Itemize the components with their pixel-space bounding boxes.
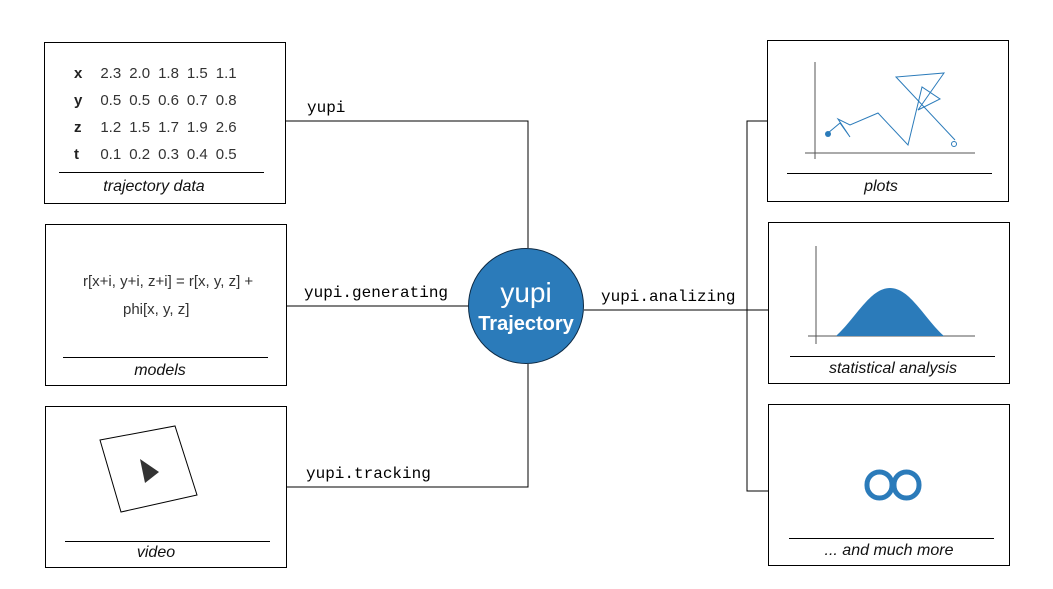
trajectory-row-t: t 0.1 0.2 0.3 0.4 0.5 <box>70 141 241 168</box>
trajectory-value: 1.7 <box>158 119 179 136</box>
plots-divider <box>787 173 992 174</box>
model-formula-line1: r[x+i, y+i, z+i] = r[x, y, z] + <box>83 273 254 290</box>
trajectory-value: 1.2 <box>100 119 122 136</box>
stats-divider <box>790 356 995 357</box>
trajectory-value: 0.1 <box>100 146 122 163</box>
trajectory-data-box <box>44 42 286 204</box>
trajectory-value: 0.6 <box>158 92 179 109</box>
video-frame-graphic <box>99 425 198 513</box>
trajectory-key-t: t <box>74 146 79 163</box>
trajectory-key-y: y <box>74 92 83 109</box>
label-yupi: yupi <box>307 99 346 117</box>
models-caption: models <box>134 362 186 379</box>
trajectory-value: 0.3 <box>158 146 179 163</box>
yupi-trajectory-node: yupi Trajectory <box>468 248 584 364</box>
trajectory-value: 0.8 <box>215 92 237 109</box>
trajectory-value: 2.6 <box>215 119 237 136</box>
trajectory-value: 0.5 <box>129 92 151 109</box>
trajectory-key-z: z <box>74 119 82 136</box>
stats-caption: statistical analysis <box>828 360 958 377</box>
trajectory-value: 1.8 <box>158 65 179 82</box>
trajectory-value: 1.1 <box>215 65 237 82</box>
models-box <box>45 224 287 386</box>
more-box <box>768 404 1010 566</box>
trajectory-value: 1.9 <box>186 119 208 136</box>
trajectory-data-table: x 2.3 2.0 1.8 1.5 1.1 y 0.5 0.5 0.6 0.7 0.8 z 1.2 1.5 1… <box>70 60 241 168</box>
connector-yupi <box>286 120 529 248</box>
video-caption: video <box>136 544 176 561</box>
label-yupi-tracking: yupi.tracking <box>306 465 431 483</box>
plot-end-marker <box>951 141 957 147</box>
more-divider <box>789 538 994 539</box>
models-divider <box>63 357 268 358</box>
connector-bracket <box>746 120 768 492</box>
trajectory-value: 2.0 <box>129 65 151 82</box>
label-yupi-analizing: yupi.analizing <box>601 288 736 306</box>
trajectory-value: 1.5 <box>129 119 151 136</box>
label-yupi-generating: yupi.generating <box>304 284 449 302</box>
plot-trajectory-line <box>827 72 956 147</box>
stats-distribution-curve <box>836 288 944 336</box>
trajectory-divider <box>59 172 264 173</box>
trajectory-key-x: x <box>74 65 83 82</box>
more-caption: ... and much more <box>824 542 954 559</box>
trajectory-row-y: y 0.5 0.5 0.6 0.7 0.8 <box>70 87 241 114</box>
connector-tracking <box>287 364 529 488</box>
plots-graphic <box>805 62 975 159</box>
trajectory-value: 0.4 <box>186 146 208 163</box>
play-icon <box>140 459 159 483</box>
plots-caption: plots <box>864 178 898 195</box>
trajectory-caption: trajectory data <box>103 178 205 195</box>
trajectory-value: 0.5 <box>215 146 237 163</box>
infinity-icon <box>864 469 922 501</box>
plots-box <box>767 40 1009 202</box>
trajectory-row-z: z 1.2 1.5 1.7 1.9 2.6 <box>70 114 241 141</box>
center-title: yupi <box>500 277 552 308</box>
video-divider <box>65 541 270 542</box>
center-subtitle: Trajectory <box>478 313 574 335</box>
stats-graphic <box>808 246 975 344</box>
trajectory-value: 2.3 <box>100 65 122 82</box>
trajectory-value: 1.5 <box>186 65 208 82</box>
model-formula-line2: phi[x, y, z] <box>123 301 190 318</box>
trajectory-row-x: x 2.3 2.0 1.8 1.5 1.1 <box>70 60 241 87</box>
plot-start-marker <box>825 131 831 137</box>
trajectory-value: 0.5 <box>100 92 122 109</box>
trajectory-value: 0.2 <box>129 146 151 163</box>
trajectory-value: 0.7 <box>186 92 208 109</box>
